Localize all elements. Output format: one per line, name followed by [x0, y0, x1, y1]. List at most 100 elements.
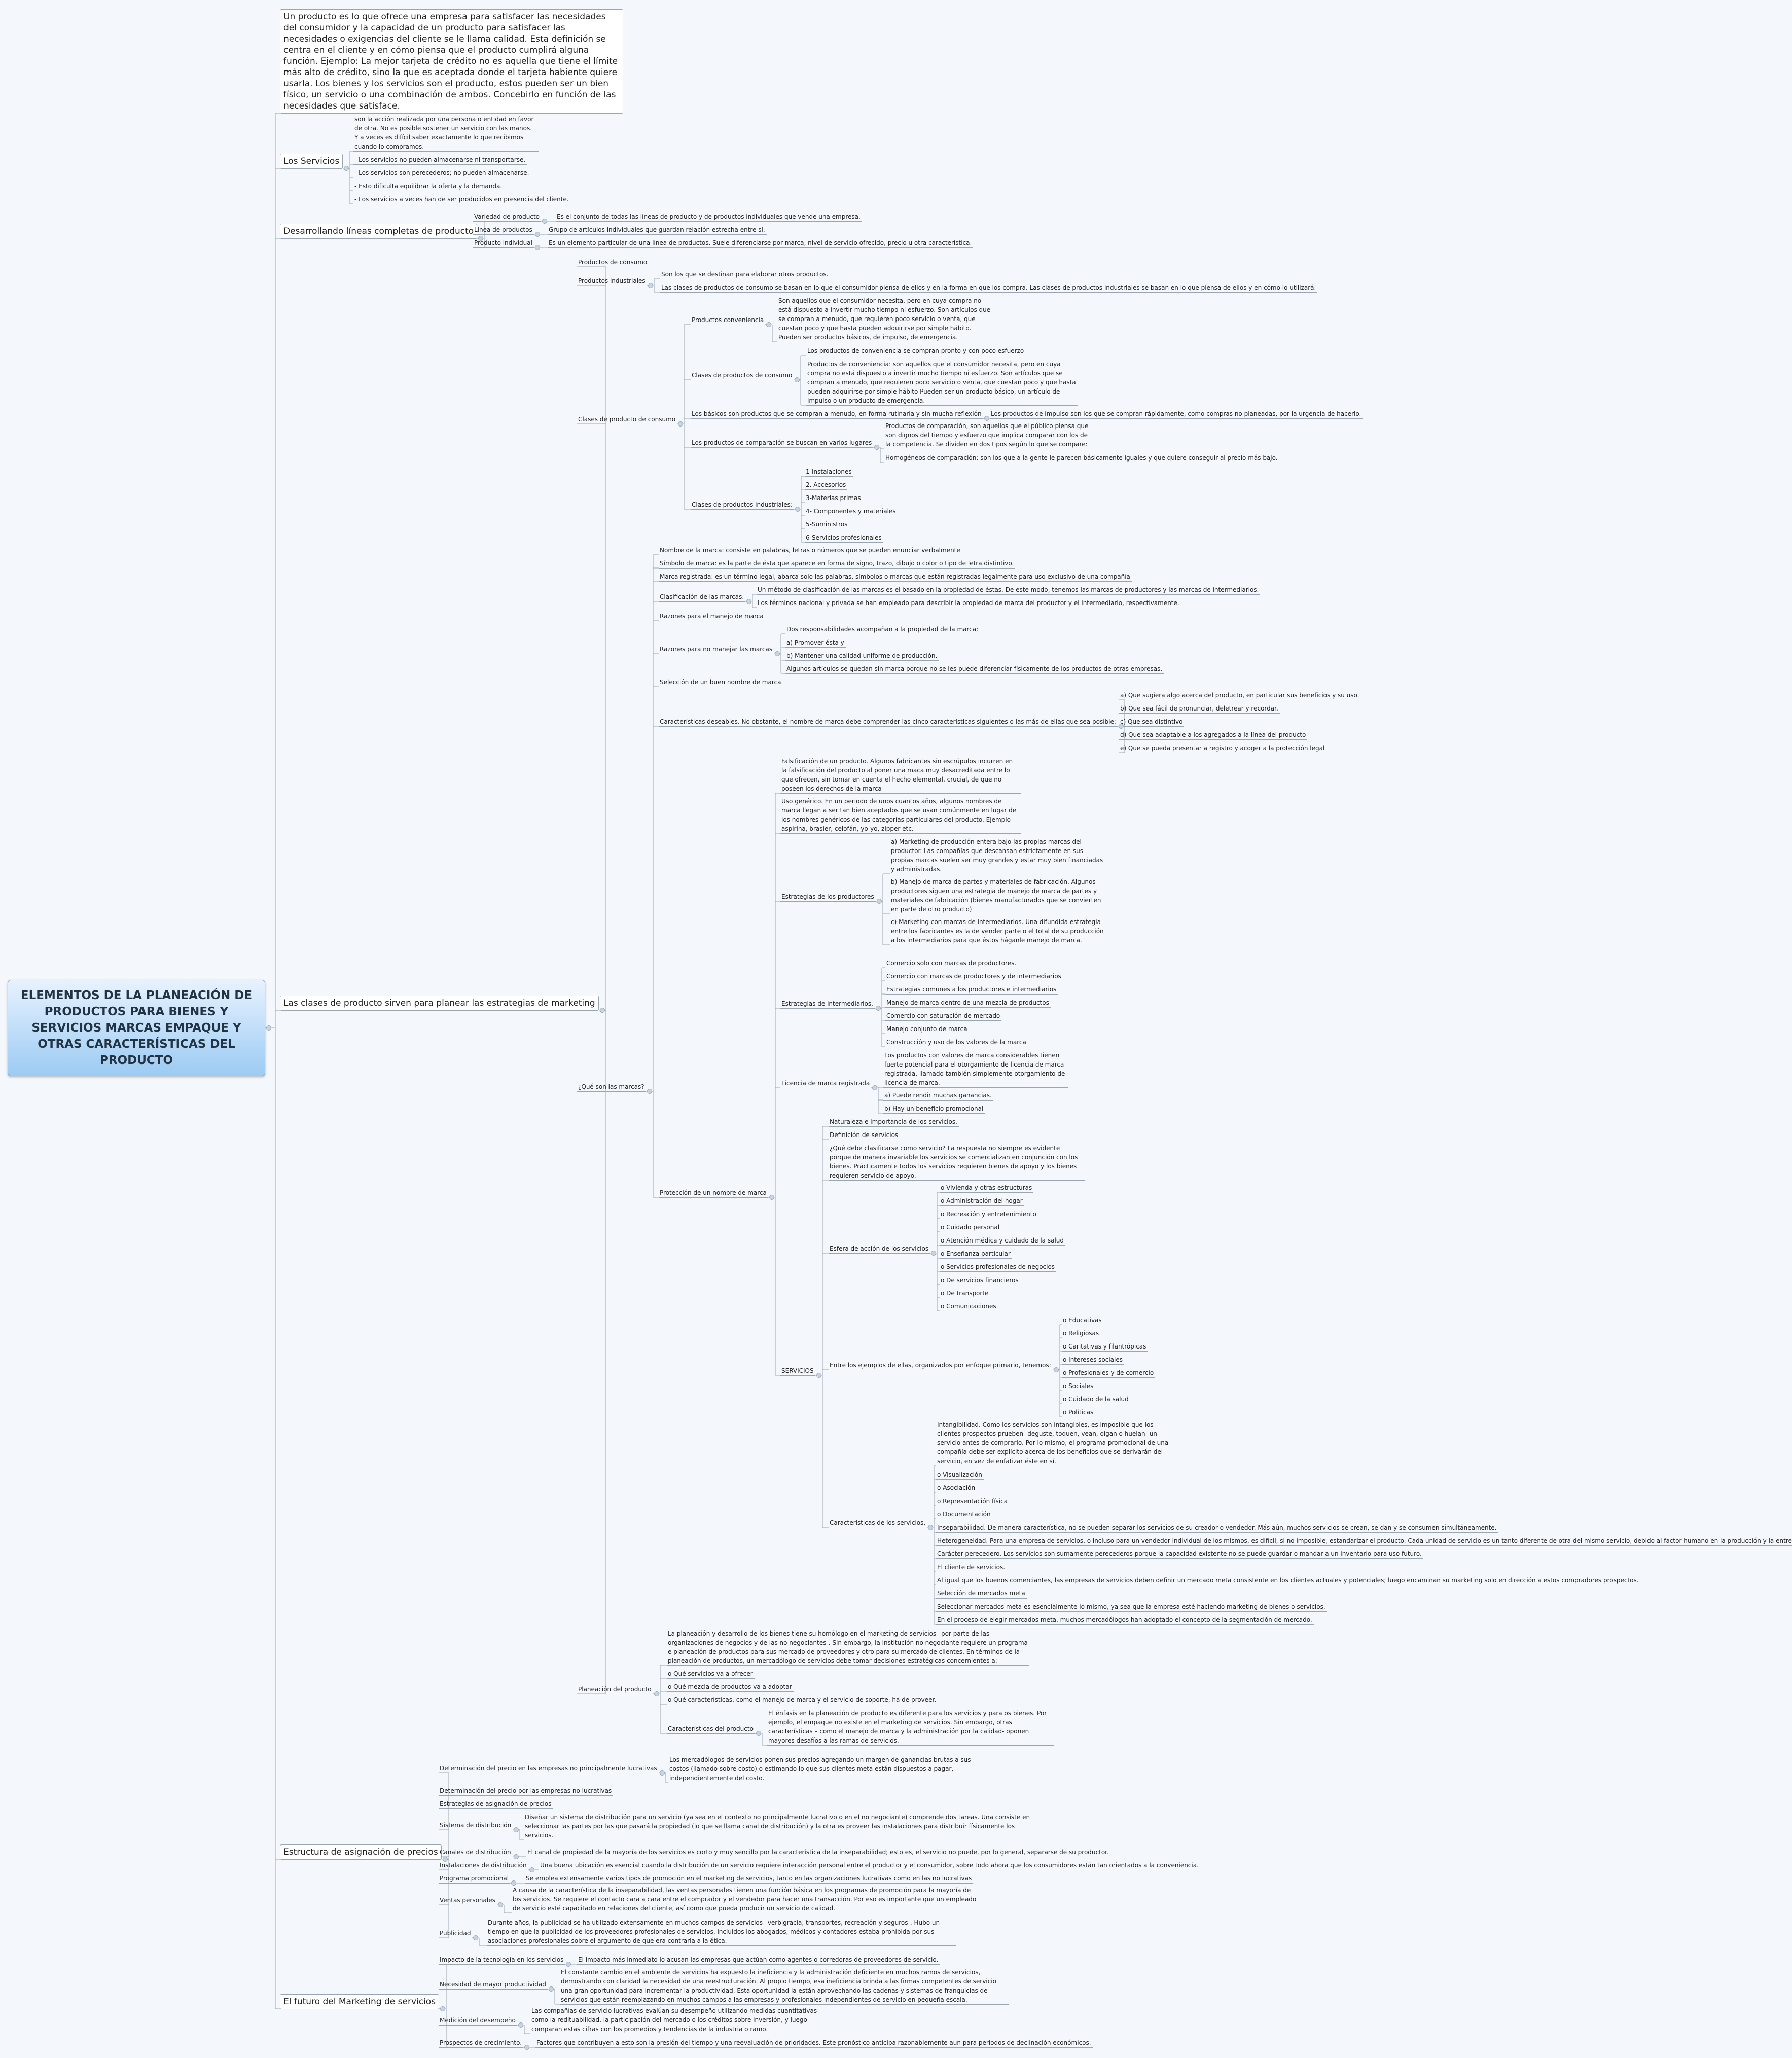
topic-node-d1a[interactable]: Es el conjunto de todas las líneas de pr… [556, 212, 862, 222]
topic-node-f1[interactable]: Impacto de la tecnología en los servicio… [439, 1955, 565, 1965]
topic-node-pl3[interactable]: o Qué mezcla de productos va a adoptar [667, 1682, 794, 1692]
collapse-toggle-icon[interactable] [816, 1373, 821, 1378]
topic-node-sv4f[interactable]: o Enseñanza particular [940, 1249, 1012, 1259]
topic-node-sv3[interactable]: ¿Qué debe clasificarse como servicio? La… [829, 1144, 1085, 1181]
topic-node-d3a[interactable]: Es un elemento particular de una línea d… [548, 238, 974, 248]
topic-node-f4[interactable]: Prospectos de crecimiento. [439, 2038, 524, 2048]
main-branch-t1[interactable]: Un producto es lo que ofrece una empresa… [280, 9, 623, 114]
topic-node-c3e[interactable]: Clases de productos industriales: [691, 500, 794, 510]
topic-node-sv6g[interactable]: Heterogeneidad. Para una empresa de serv… [936, 1536, 1792, 1546]
main-branch-t2[interactable]: Los Servicios [280, 154, 343, 169]
topic-node-m4[interactable]: Clasificación de las marcas. [659, 592, 746, 602]
topic-node-sv4b[interactable]: o Administración del hogar [940, 1196, 1024, 1206]
topic-node-e8a[interactable]: A causa de la característica de la insep… [512, 1886, 981, 1913]
topic-node-c1[interactable]: Productos de consumo [577, 258, 649, 267]
main-branch-t4[interactable]: Las clases de producto sirven para plane… [280, 996, 599, 1011]
topic-node-c2[interactable]: Productos industriales [577, 276, 647, 286]
collapse-toggle-icon[interactable] [478, 236, 483, 241]
topic-node-c3e3[interactable]: 3-Materias primas [805, 493, 863, 503]
topic-node-sv5g[interactable]: o Cuidado de la salud [1062, 1395, 1130, 1404]
topic-node-e1[interactable]: Determinación del precio en las empresas… [439, 1764, 659, 1773]
topic-node-sv4[interactable]: Esfera de acción de los servicios [829, 1244, 930, 1254]
collapse-toggle-icon[interactable] [795, 507, 800, 512]
topic-node-e5a[interactable]: El canal de propiedad de la mayoría de l… [526, 1848, 1110, 1857]
collapse-toggle-icon[interactable] [266, 1025, 271, 1031]
topic-node-p4e[interactable]: Comercio con saturación de mercado [885, 1011, 1002, 1021]
topic-node-m7[interactable]: Selección de un buen nombre de marca [659, 678, 783, 687]
topic-node-sv4g[interactable]: o Servicios profesionales de negocios [940, 1262, 1057, 1272]
topic-node-sv6f[interactable]: Inseparabilidad. De manera característic… [936, 1523, 1498, 1533]
topic-node-c2a[interactable]: Son los que se destinan para elaborar ot… [660, 270, 830, 279]
topic-node-pl1[interactable]: La planeación y desarrollo de los bienes… [667, 1629, 1029, 1666]
topic-node-sv6l[interactable]: Seleccionar mercados meta es esencialmen… [936, 1602, 1327, 1612]
topic-node-e2[interactable]: Determinación del precio por las empresa… [439, 1786, 614, 1796]
collapse-toggle-icon[interactable] [518, 2022, 523, 2028]
topic-node-e1a[interactable]: Los mercadólogos de servicios ponen sus … [668, 1755, 975, 1783]
collapse-toggle-icon[interactable] [931, 1251, 936, 1256]
topic-node-sv6h[interactable]: Carácter perecedero. Los servicios son s… [936, 1549, 1423, 1559]
topic-node-p4c[interactable]: Estrategias comunes a los productores e … [885, 985, 1058, 995]
topic-node-p3[interactable]: Estrategias de los productores [780, 892, 876, 902]
topic-node-p5a[interactable]: Los productos con valores de marca consi… [883, 1051, 1068, 1088]
topic-node-sv5c[interactable]: o Caritativas y filantrópicas [1062, 1342, 1148, 1352]
collapse-toggle-icon[interactable] [877, 899, 882, 904]
topic-node-pl5[interactable]: Características del producto [667, 1724, 755, 1734]
topic-node-e6[interactable]: Instalaciones de distribución [439, 1861, 528, 1870]
topic-node-m8b[interactable]: b) Que sea fácil de pronunciar, deletrea… [1119, 704, 1280, 714]
topic-node-m[interactable]: ¿Qué son las marcas? [577, 1082, 646, 1092]
topic-node-pl[interactable]: Planeación del producto [577, 1685, 653, 1694]
topic-node-m6a[interactable]: Dos responsabilidades acompañan a la pro… [785, 625, 980, 634]
collapse-toggle-icon[interactable] [511, 1880, 516, 1886]
collapse-toggle-icon[interactable] [1119, 724, 1124, 729]
topic-node-sv4i[interactable]: o De transporte [940, 1289, 990, 1298]
topic-node-m8c[interactable]: c) Que sea distintivo [1119, 717, 1185, 727]
topic-node-sv6k[interactable]: Selección de mercados meta [936, 1589, 1027, 1599]
topic-node-f3a[interactable]: Las compañías de servicio lucrativas eva… [530, 2006, 827, 2034]
topic-node-p4a[interactable]: Comercio solo con marcas de productores. [885, 959, 1018, 968]
topic-node-p3b[interactable]: b) Manejo de marca de partes y materiale… [890, 877, 1105, 914]
main-branch-t6[interactable]: El futuro del Marketing de servicios [280, 1994, 440, 2009]
topic-node-sv6e[interactable]: o Documentación [936, 1510, 992, 1519]
topic-node-sv5h[interactable]: o Políticas [1062, 1408, 1095, 1417]
topic-node-s4[interactable]: - Esto dificulta equilibrar la oferta y … [353, 182, 504, 191]
collapse-toggle-icon[interactable] [1054, 1367, 1059, 1372]
topic-node-c3a[interactable]: Productos conveniencia [691, 315, 766, 325]
topic-node-c2b[interactable]: Las clases de productos de consumo se ba… [660, 283, 1318, 293]
topic-node-f3[interactable]: Medición del desempeño [439, 2016, 517, 2026]
collapse-toggle-icon[interactable] [443, 1857, 448, 1862]
topic-node-s1[interactable]: son la acción realizada por una persona … [353, 115, 539, 152]
topic-node-s5[interactable]: - Los servicios a veces han de ser produ… [353, 195, 570, 204]
topic-node-sv6i[interactable]: El cliente de servicios. [936, 1563, 1007, 1572]
collapse-toggle-icon[interactable] [769, 1195, 774, 1200]
topic-node-sv6b[interactable]: o Visualización [936, 1470, 984, 1480]
topic-node-c3c[interactable]: Los básicos son productos que se compran… [691, 409, 983, 419]
topic-node-e7[interactable]: Programa promocional [439, 1874, 511, 1884]
collapse-toggle-icon[interactable] [566, 1962, 571, 1967]
collapse-toggle-icon[interactable] [678, 421, 683, 427]
topic-node-m5[interactable]: Razones para el manejo de marca [659, 612, 765, 621]
topic-node-c3c1[interactable]: Los productos de impulso son los que se … [990, 409, 1363, 419]
topic-node-sv6j[interactable]: Al igual que los buenos comerciantes, la… [936, 1576, 1640, 1585]
topic-node-c3d1[interactable]: Productos de comparación, son aquellos q… [884, 421, 1095, 449]
topic-node-p5[interactable]: Licencia de marca registrada [780, 1079, 872, 1088]
topic-node-sv4d[interactable]: o Cuidado personal [940, 1223, 1001, 1232]
topic-node-p5c[interactable]: b) Hay un beneficio promocional [883, 1104, 985, 1114]
topic-node-sv4e[interactable]: o Atención médica y cuidado de la salud [940, 1236, 1066, 1246]
collapse-toggle-icon[interactable] [984, 416, 989, 421]
topic-node-p4g[interactable]: Construcción y uso de los valores de la … [885, 1038, 1028, 1047]
topic-node-p[interactable]: Protección de un nombre de marca [659, 1188, 768, 1198]
topic-node-s2[interactable]: - Los servicios no pueden almacenarse ni… [353, 155, 527, 165]
topic-node-p4f[interactable]: Manejo conjunto de marca [885, 1024, 969, 1034]
collapse-toggle-icon[interactable] [542, 219, 547, 224]
topic-node-sv5b[interactable]: o Religiosas [1062, 1329, 1101, 1338]
collapse-toggle-icon[interactable] [514, 1854, 519, 1859]
topic-node-sv4a[interactable]: o Vivienda y otras estructuras [940, 1183, 1034, 1193]
collapse-toggle-icon[interactable] [473, 1935, 478, 1940]
collapse-toggle-icon[interactable] [928, 1525, 933, 1530]
topic-node-m4b[interactable]: Los términos nacional y privada se han e… [757, 598, 1181, 608]
collapse-toggle-icon[interactable] [549, 1986, 554, 1992]
collapse-toggle-icon[interactable] [795, 377, 800, 382]
collapse-toggle-icon[interactable] [647, 1089, 652, 1094]
topic-node-sv6d[interactable]: o Representación física [936, 1497, 1010, 1506]
topic-node-d3[interactable]: Producto individual [473, 238, 534, 248]
